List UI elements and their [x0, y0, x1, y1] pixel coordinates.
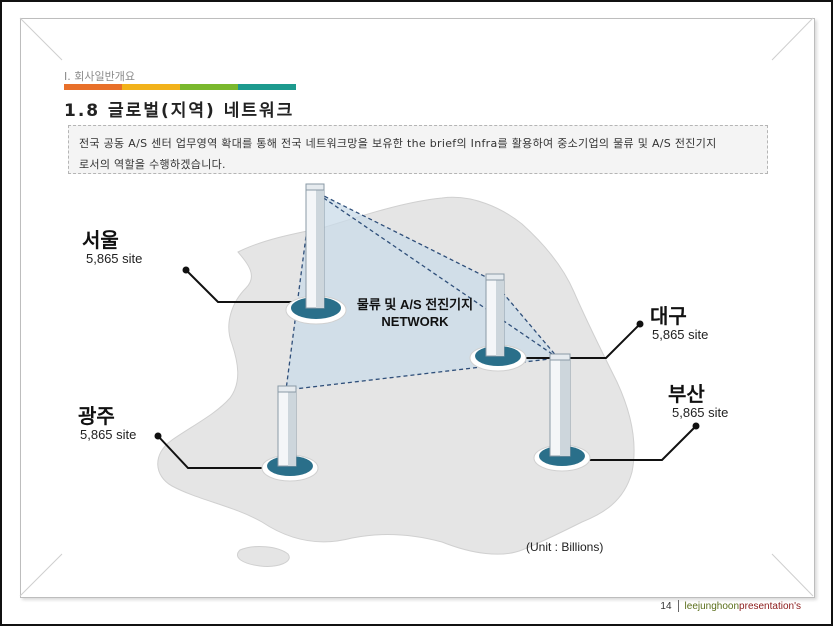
city-value-daegu: 5,865 site — [652, 327, 709, 342]
leader-busan — [586, 422, 700, 461]
network-dashed-diagonal — [311, 189, 559, 359]
network-center-label: 물류 및 A/S 전진기지 NETWORK — [342, 296, 488, 330]
brand-name: leejunghoon — [684, 600, 740, 612]
footer-divider — [677, 600, 679, 612]
leader-seoul — [182, 266, 294, 303]
description-line-1: 전국 공동 A/S 센터 업무영역 확대를 통해 전국 네트워크망을 보유한 t… — [79, 137, 717, 150]
title-color-bar — [64, 84, 296, 90]
island-shape — [237, 546, 290, 567]
frame-corner-tl — [19, 17, 63, 61]
tower-daegu-center — [469, 273, 527, 372]
section-label: I. 회사일반개요 — [64, 70, 135, 83]
description-box: 전국 공동 A/S 센터 업무영역 확대를 통해 전국 네트워크망을 보유한 t… — [68, 125, 768, 174]
page-title: 1.8 글로벌(지역) 네트워크 — [64, 101, 295, 121]
city-name-gwangju: 광주 — [78, 404, 115, 428]
tower-seoul — [285, 183, 347, 325]
city-name-daegu: 대구 — [650, 304, 687, 328]
frame-corner-bl — [19, 553, 63, 597]
center-label-line-1: 물류 및 A/S 전진기지 — [356, 297, 474, 312]
city-name-seoul: 서울 — [82, 228, 119, 252]
city-value-seoul: 5,865 site — [86, 251, 143, 266]
color-bar-segment — [238, 84, 296, 90]
tower-busan — [533, 353, 591, 472]
center-label-line-2: NETWORK — [381, 314, 449, 329]
footer: 14 leejunghoonpresentation's — [660, 600, 801, 612]
frame-corner-tr — [771, 17, 814, 61]
unit-note: (Unit : Billions) — [526, 540, 604, 554]
city-value-gwangju: 5,865 site — [80, 427, 137, 442]
description-line-2: 로서의 역할을 수행하겠습니다. — [79, 158, 226, 171]
city-name-busan: 부산 — [668, 382, 705, 406]
footer-brand: leejunghoonpresentation's — [685, 601, 801, 612]
color-bar-segment — [180, 84, 238, 90]
color-bar-segment — [64, 84, 122, 90]
tower-gwangju — [261, 385, 319, 482]
page-number: 14 — [660, 600, 672, 612]
city-value-busan: 5,865 site — [672, 405, 729, 420]
brand-suffix: presentation's — [739, 600, 801, 612]
frame-corner-br — [771, 553, 814, 597]
leader-gwangju — [154, 432, 268, 469]
color-bar-segment — [122, 84, 180, 90]
